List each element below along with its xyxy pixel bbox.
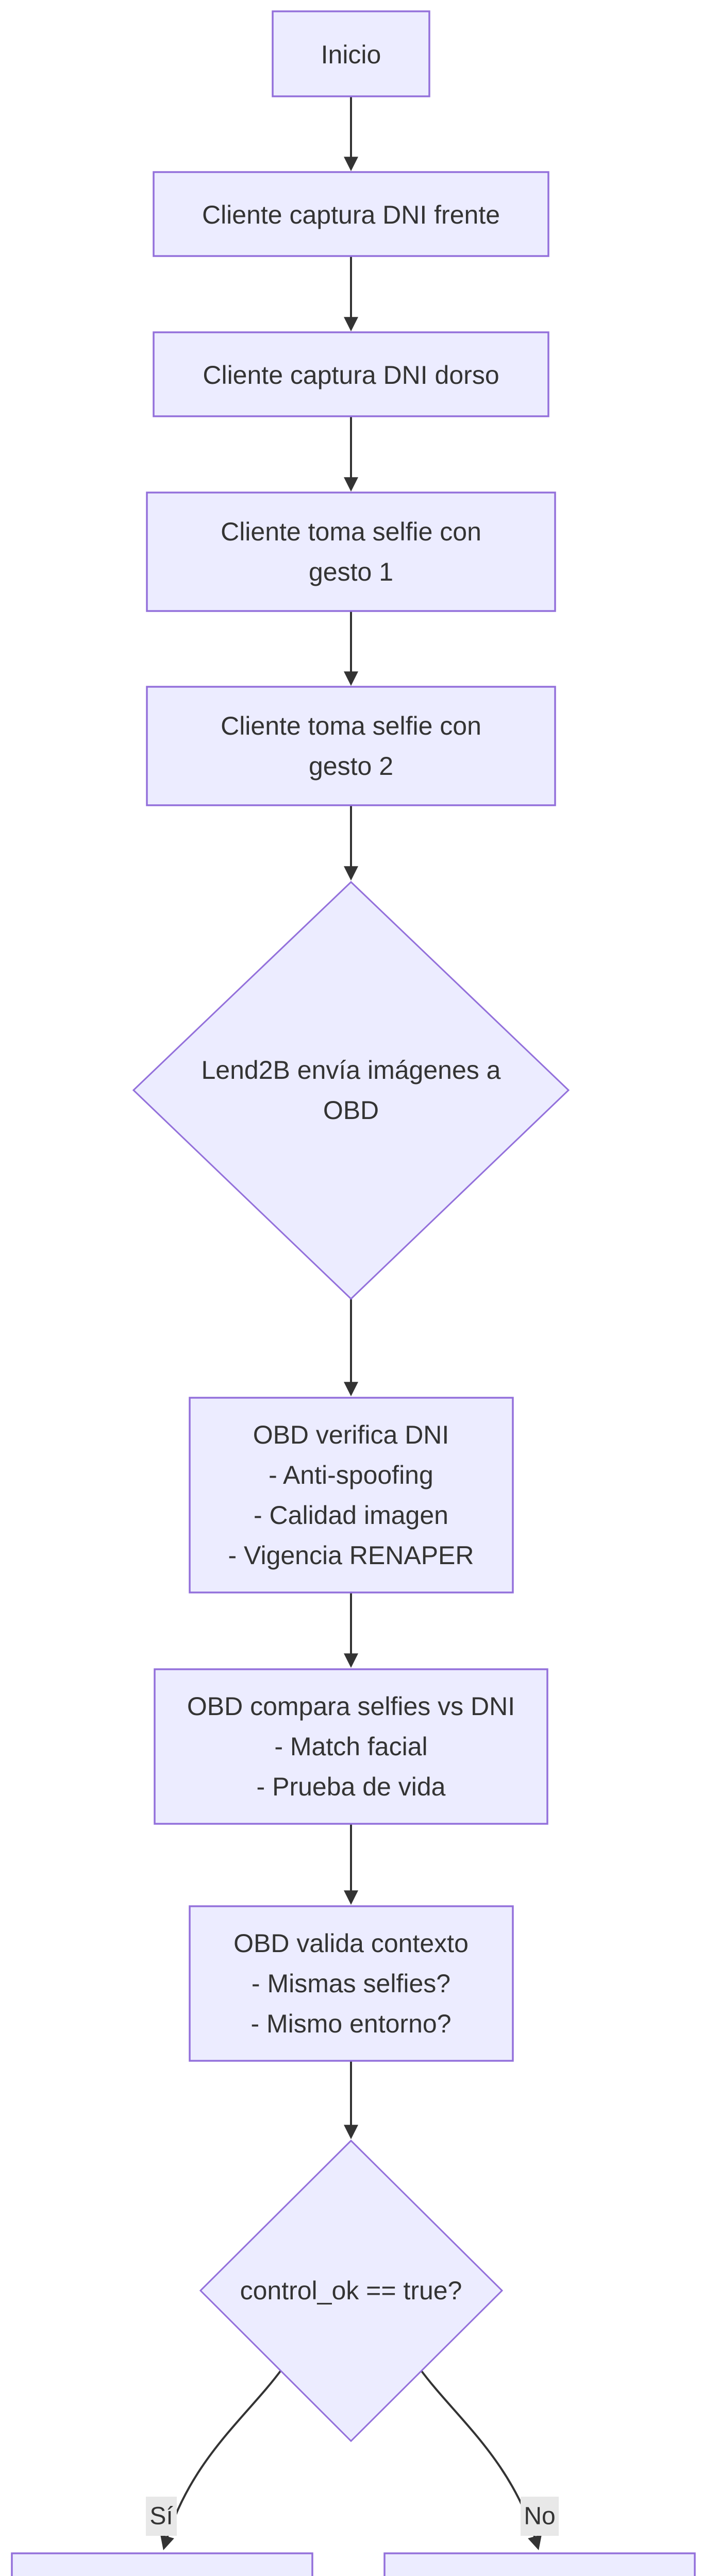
node-control-ok-label: control_ok == true?	[240, 2276, 462, 2305]
node-verify-dni-line4: - Vigencia RENAPER	[228, 1541, 474, 1570]
edge-label-no-bg	[521, 2497, 559, 2536]
edge-control-ok-yes-branch	[160, 2367, 283, 2551]
node-validate-context-line2: - Mismas selfies?	[252, 1969, 450, 1998]
edge-label-yes: Sí	[146, 2497, 177, 2536]
node-selfie1-line1: Cliente toma selfie con	[221, 517, 481, 546]
node-reject-shape	[383, 2552, 696, 2576]
node-capture-front: Cliente captura DNI frente	[153, 171, 549, 257]
node-send-obd-shape	[132, 880, 570, 1300]
node-compare-selfies-line2: - Match facial	[274, 1732, 427, 1761]
node-inicio-label: Inicio	[321, 40, 381, 69]
node-verify-dni-line2: - Anti-spoofing	[269, 1461, 433, 1489]
node-verify-dni-shape	[189, 1397, 514, 1594]
node-capture-back: Cliente captura DNI dorso	[153, 331, 549, 417]
node-send-obd: Lend2B envía imágenes a OBD	[132, 880, 570, 1300]
node-client-valid-shape	[11, 2552, 313, 2576]
node-verify-dni-line3: - Calidad imagen	[254, 1501, 448, 1530]
node-inicio: Inicio	[272, 10, 430, 97]
edge-control-ok-no-branch	[419, 2367, 542, 2551]
node-validate-context-line3: - Mismo entorno?	[250, 2009, 451, 2038]
node-compare-selfies-line1: OBD compara selfies vs DNI	[187, 1692, 515, 1721]
node-capture-back-shape	[153, 331, 549, 417]
node-validate-context: OBD valida contexto - Mismas selfies? - …	[189, 1905, 514, 2062]
node-selfie2-line1: Cliente toma selfie con	[221, 711, 481, 740]
node-compare-selfies-line3: - Prueba de vida	[257, 1772, 446, 1801]
node-verify-dni-line1: OBD verifica DNI	[253, 1420, 449, 1449]
node-control-ok: control_ok == true?	[199, 2139, 504, 2443]
node-selfie1: Cliente toma selfie con gesto 1	[146, 492, 556, 612]
edge-label-no-text: No	[524, 2503, 555, 2530]
node-send-obd-line1: Lend2B envía imágenes a	[202, 1056, 501, 1084]
node-validate-context-shape	[189, 1905, 514, 2062]
node-control-ok-shape	[199, 2139, 504, 2443]
node-selfie2-line2: gesto 2	[309, 752, 393, 781]
edge-label-yes-text: Sí	[149, 2503, 173, 2530]
node-client-valid: Cliente válido Continuar proceso	[11, 2552, 313, 2576]
node-reject: Rechazar Motivo: description	[383, 2552, 696, 2576]
node-validate-context-line1: OBD valida contexto	[233, 1929, 469, 1958]
node-compare-selfies: OBD compara selfies vs DNI - Match facia…	[154, 1668, 548, 1825]
node-capture-front-label: Cliente captura DNI frente	[202, 200, 500, 229]
node-inicio-shape	[272, 10, 430, 97]
edge-label-yes-bg	[146, 2497, 177, 2536]
node-capture-back-label: Cliente captura DNI dorso	[203, 361, 499, 389]
node-send-obd-line2: OBD	[323, 1096, 379, 1125]
node-selfie2-shape	[146, 686, 556, 806]
edge-label-no: No	[521, 2497, 559, 2536]
node-selfie1-line2: gesto 1	[309, 557, 393, 586]
node-compare-selfies-shape	[154, 1668, 548, 1825]
node-selfie2: Cliente toma selfie con gesto 2	[146, 686, 556, 806]
node-verify-dni: OBD verifica DNI - Anti-spoofing - Calid…	[189, 1397, 514, 1594]
node-selfie1-shape	[146, 492, 556, 612]
node-capture-front-shape	[153, 171, 549, 257]
